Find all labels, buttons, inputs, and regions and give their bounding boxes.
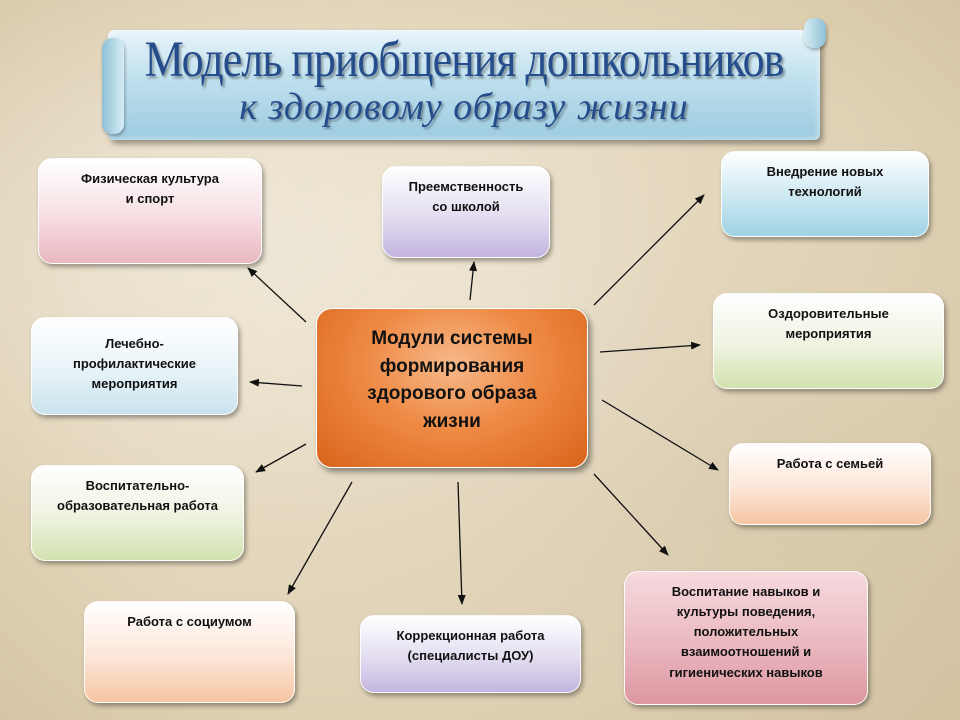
arrow-physical <box>247 267 307 323</box>
arrow-skills <box>593 473 669 556</box>
arrow-family <box>601 399 719 471</box>
module-health-activities: Оздоровительные мероприятия <box>713 293 944 389</box>
arrow-correction <box>457 481 466 605</box>
module-label: Воспитательно- образовательная работа <box>57 478 218 514</box>
module-school-continuity: Преемственность со школой <box>382 166 550 258</box>
module-label: Работа с семьей <box>776 456 884 471</box>
scroll-curl-left <box>102 38 124 134</box>
module-label: Преемственность со школой <box>408 179 524 215</box>
page-title-line2: к здоровому образу жизни <box>239 86 689 128</box>
module-label: Коррекционная работа (специалисты ДОУ) <box>396 628 545 664</box>
module-behavior-skills: Воспитание навыков и культуры поведения,… <box>624 571 868 705</box>
module-society-work: Работа с социумом <box>84 601 295 703</box>
title-banner: Модель приобщения дошкольников к здорово… <box>102 18 826 140</box>
module-label: Физическая культура и спорт <box>81 171 219 207</box>
module-label: Лечебно- профилактические мероприятия <box>72 336 197 392</box>
central-node-label: Модули системы формирования здорового об… <box>367 328 537 432</box>
page-title-line1: Модель приобщения дошкольников <box>144 31 785 88</box>
module-label: Работа с социумом <box>127 614 252 629</box>
module-label: Внедрение новых технологий <box>766 164 884 200</box>
module-new-technologies: Внедрение новых технологий <box>721 151 929 237</box>
module-family-work: Работа с семьей <box>729 443 931 525</box>
module-correction-work: Коррекционная работа (специалисты ДОУ) <box>360 615 581 693</box>
arrow-health <box>599 341 701 353</box>
arrow-society <box>287 481 353 595</box>
module-medical-preventive: Лечебно- профилактические мероприятия <box>31 317 238 415</box>
arrow-tech <box>593 194 705 306</box>
arrow-education <box>255 443 307 473</box>
module-educational-work: Воспитательно- образовательная работа <box>31 465 244 561</box>
central-node: Модули системы формирования здорового об… <box>316 308 588 468</box>
arrow-school <box>469 261 478 301</box>
module-label: Воспитание навыков и культуры поведения,… <box>669 584 823 680</box>
arrow-medical <box>249 378 303 387</box>
module-label: Оздоровительные мероприятия <box>768 306 889 342</box>
scroll-curl-right <box>804 18 826 48</box>
module-physical-culture: Физическая культура и спорт <box>38 158 262 264</box>
